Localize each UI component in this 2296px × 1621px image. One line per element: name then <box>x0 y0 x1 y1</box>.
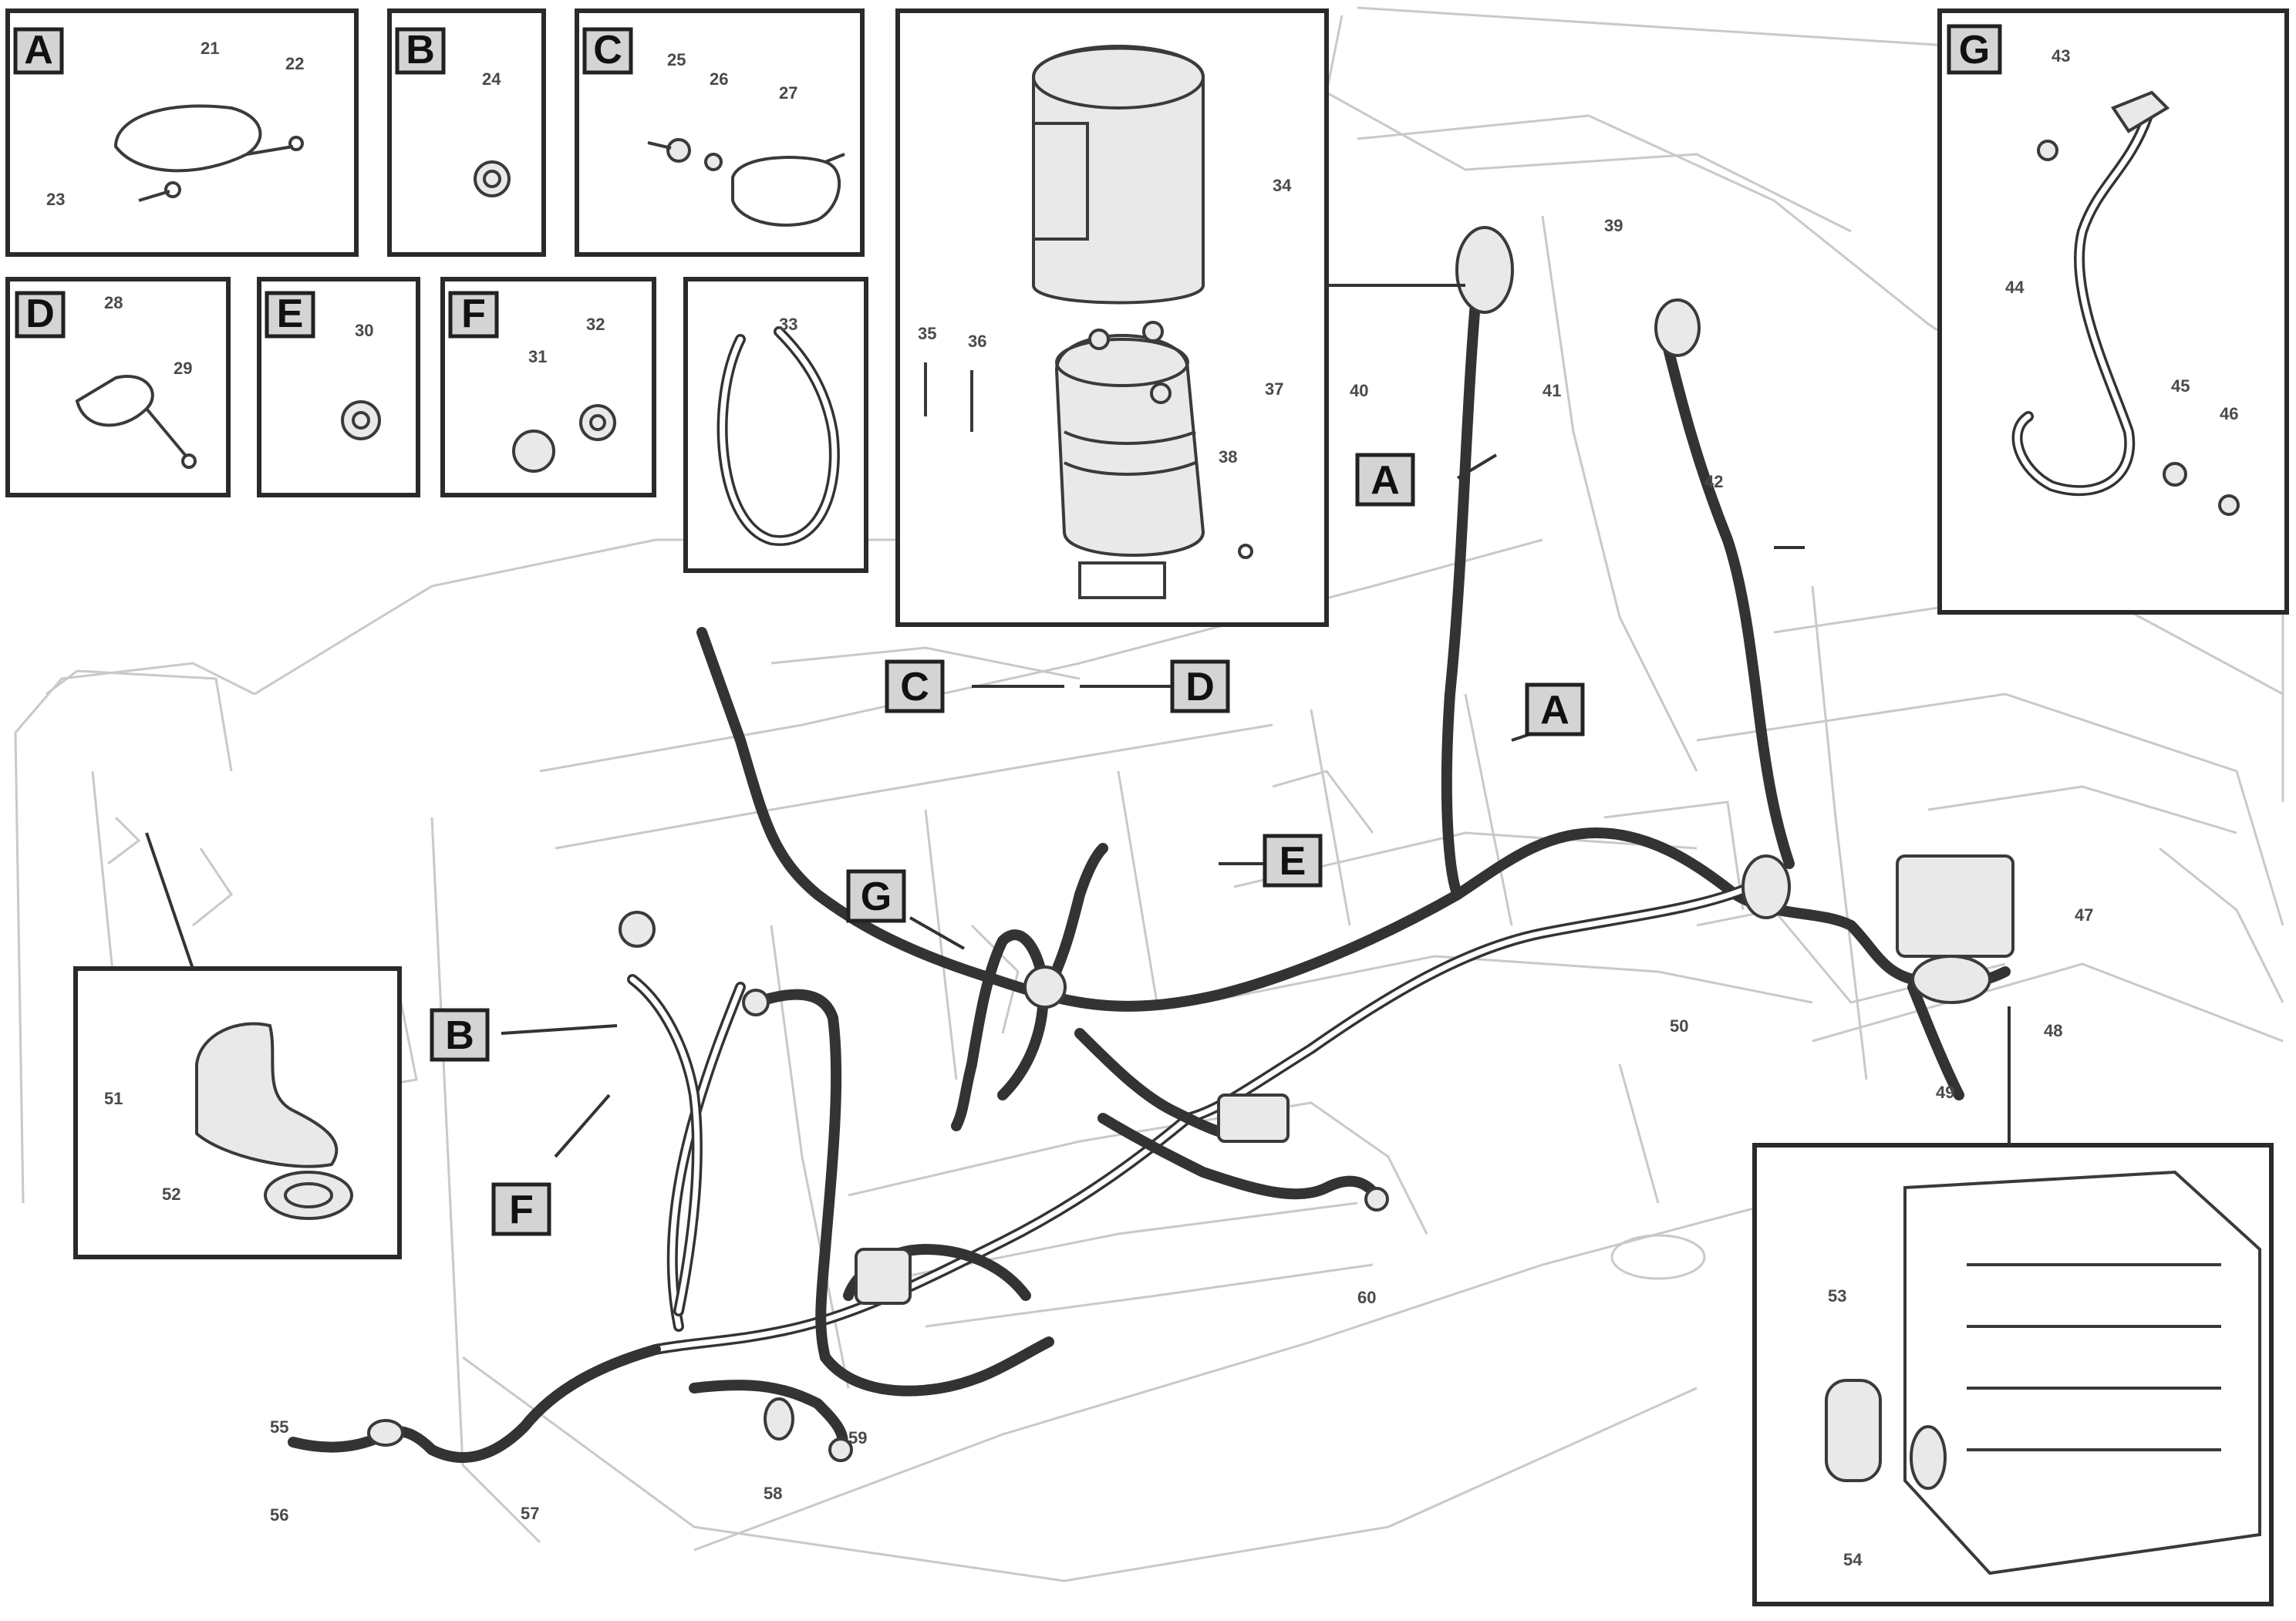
callout-number: 55 <box>270 1417 288 1437</box>
tag-f-inset: F <box>448 291 499 339</box>
tag-b-inset: B <box>395 27 446 75</box>
svg-text:C: C <box>900 665 929 709</box>
callout-number: 32 <box>586 315 605 334</box>
callout-number: 40 <box>1350 381 1368 400</box>
callout-number: 22 <box>285 54 304 73</box>
callout-number: 49 <box>1936 1083 1954 1102</box>
detail-box-bracket <box>73 966 402 1259</box>
callout-number: 29 <box>174 359 192 378</box>
tag-f-main: F <box>491 1182 551 1236</box>
tag-a-inset: A <box>13 27 64 75</box>
letter-tags: A B C D E F G A <box>13 24 2002 1236</box>
detail-box-g <box>1937 8 2289 615</box>
tag-a-main-lower: A <box>1525 682 1585 736</box>
callout-number: 42 <box>1704 472 1723 491</box>
number-callouts: 21 22 23 24 25 26 27 28 29 30 31 32 33 3… <box>46 39 2238 1569</box>
callout-number: 58 <box>764 1484 782 1503</box>
callout-number: 38 <box>1219 447 1237 467</box>
callout-number: 46 <box>2220 404 2238 423</box>
tag-a-main-upper: A <box>1355 453 1415 507</box>
detail-box-a <box>5 8 359 257</box>
tag-c-inset: C <box>582 27 633 75</box>
callout-number: 33 <box>779 315 797 334</box>
svg-text:G: G <box>861 875 892 919</box>
callout-number: 24 <box>482 69 501 89</box>
svg-text:F: F <box>461 292 486 336</box>
callout-number: 23 <box>46 190 65 209</box>
callout-number: 44 <box>2005 278 2025 297</box>
svg-text:G: G <box>1959 28 1990 72</box>
hose-routing <box>288 241 2011 1463</box>
callout-number: 25 <box>667 50 686 69</box>
svg-text:D: D <box>1185 665 1215 709</box>
callout-number: 31 <box>528 347 547 366</box>
svg-text:E: E <box>277 292 304 336</box>
tag-e-main: E <box>1263 834 1323 888</box>
callout-number: 54 <box>1843 1550 1863 1569</box>
callout-number: 21 <box>201 39 219 58</box>
callout-number: 34 <box>1273 176 1292 195</box>
callout-number: 48 <box>2044 1021 2062 1040</box>
callout-number: 60 <box>1357 1288 1376 1307</box>
svg-text:F: F <box>509 1188 534 1232</box>
callout-number: 41 <box>1542 381 1561 400</box>
fittings <box>367 226 2014 1462</box>
tag-d-inset: D <box>15 291 66 339</box>
detail-box-hose-loop <box>683 277 868 573</box>
tag-g-main: G <box>846 869 906 923</box>
callout-number: 43 <box>2052 46 2070 66</box>
callout-number: 57 <box>521 1504 539 1523</box>
callout-number: 28 <box>104 293 123 312</box>
machine-outline <box>14 6 2284 1582</box>
detail-box-valve <box>1752 1143 2274 1606</box>
tag-e-inset: E <box>265 291 315 339</box>
callout-number: 47 <box>2075 905 2093 925</box>
callout-number: 53 <box>1828 1286 1846 1306</box>
callout-number: 45 <box>2171 376 2190 396</box>
tag-g-inset: G <box>1947 24 2002 75</box>
callout-number: 56 <box>270 1505 288 1525</box>
svg-text:E: E <box>1279 839 1306 884</box>
callout-number: 51 <box>104 1089 123 1108</box>
svg-text:A: A <box>24 28 53 72</box>
callout-number: 59 <box>848 1428 867 1447</box>
detail-box-filter <box>895 8 1329 627</box>
tag-d-main: D <box>1170 659 1230 713</box>
callout-number: 37 <box>1265 379 1283 399</box>
detail-box-b <box>387 8 546 257</box>
callout-number: 39 <box>1604 216 1623 235</box>
callout-number: 52 <box>162 1185 180 1204</box>
svg-text:D: D <box>25 292 55 336</box>
callout-number: 27 <box>779 83 797 103</box>
tag-b-main: B <box>430 1008 490 1062</box>
callout-number: 35 <box>918 324 936 343</box>
svg-text:C: C <box>593 28 622 72</box>
tag-c-main: C <box>885 659 945 713</box>
callout-number: 26 <box>710 69 728 89</box>
svg-text:B: B <box>445 1013 474 1058</box>
callout-number: 36 <box>968 332 986 351</box>
svg-text:A: A <box>1371 458 1400 503</box>
callout-number: 30 <box>355 321 373 340</box>
svg-text:A: A <box>1540 688 1569 733</box>
callout-number: 50 <box>1670 1016 1688 1036</box>
svg-text:B: B <box>406 28 435 72</box>
